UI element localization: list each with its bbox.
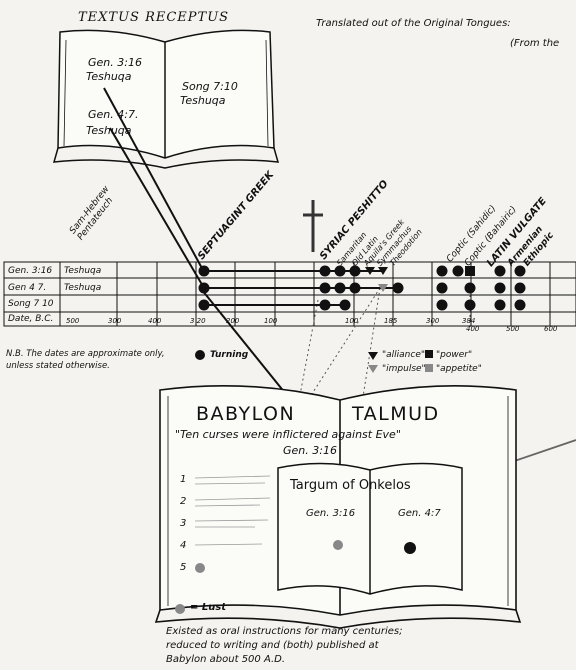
turning-dot (319, 282, 331, 294)
legend-turning-label: Turning (210, 350, 249, 360)
tick-6: 100 (345, 317, 359, 325)
header-right-line2: (From the (510, 38, 560, 49)
tick-3: 400 (148, 317, 162, 325)
row-label-song710: Song 7 10 (8, 299, 54, 309)
turning-dot (436, 265, 448, 277)
tick-5: 100 (264, 317, 278, 325)
row-label-gen316: Gen. 3:16 (8, 266, 53, 276)
legend-appetite-square (425, 364, 433, 372)
top-book-left-ref1: Gen. 3:16 (88, 56, 142, 69)
turning-dot (334, 265, 346, 277)
alliance-triangle (365, 267, 375, 275)
legend-lust-label: = Lust (190, 602, 227, 613)
turning-dot (514, 282, 526, 294)
tick-7: 300 (426, 317, 440, 325)
talmud-quote: "Ten curses were inflictered against Eve… (175, 428, 401, 441)
cross-icon (303, 200, 323, 252)
turning-dot (514, 265, 526, 277)
tick-mark-3: 384 (462, 317, 476, 325)
targum-title: Targum of Onkelos (290, 478, 411, 493)
tick-2: 300 (108, 317, 122, 325)
power-square (465, 266, 475, 276)
row-label-date: Date, B.C. (8, 314, 54, 324)
inner-book (277, 462, 463, 595)
turning-dot (494, 282, 506, 294)
row-word-gen316: Teshuqa (64, 266, 102, 276)
row-label-gen47: Gen 4 7. (8, 283, 47, 293)
chart-grid (3, 261, 576, 327)
tick-mark-1: 3 20 (190, 317, 206, 325)
legend-turning-dot (195, 350, 205, 360)
legend-alliance-label: "alliance" (382, 350, 426, 360)
turning-dot (464, 299, 476, 311)
tick-9: 500 (506, 325, 520, 333)
tick-1: 500 (66, 317, 80, 325)
alliance-triangle (378, 267, 388, 275)
turning-dot (349, 265, 361, 277)
tick-4: 200 (226, 317, 240, 325)
turning-dot (464, 282, 476, 294)
legend-appetite-label: "appetite" (436, 364, 482, 374)
talmud-num-2: 2 (180, 496, 187, 507)
talmud-title-left: BABYLON (196, 403, 296, 425)
turning-dot (319, 265, 331, 277)
turning-dot (339, 299, 351, 311)
turning-dot (198, 299, 210, 311)
turning-dot (198, 265, 210, 277)
turning-dot (452, 265, 464, 277)
chart-points (198, 265, 526, 311)
legend-impulse-triangle (368, 365, 378, 373)
footer-line3: Babylon about 500 A.D. (166, 654, 286, 665)
turning-dot (319, 299, 331, 311)
targum-right-ref: Gen. 4:7 (398, 508, 441, 519)
bottom-book-faint-lines (194, 475, 271, 546)
footer-line1: Existed as oral instructions for many ce… (166, 626, 403, 637)
top-book-right-ref: Song 7:10 (182, 80, 238, 93)
talmud-num-5: 5 (180, 562, 187, 573)
turning-dot (349, 282, 361, 294)
top-book-left-ref2: Gen. 4:7. (88, 108, 139, 121)
top-book (52, 29, 280, 169)
lust-point-1 (195, 563, 205, 573)
footer-line2: reduced to writing and (both) published … (166, 640, 379, 651)
row-word-gen47: Teshuqa (64, 283, 102, 293)
top-book-title: TEXTUS RECEPTUS (78, 10, 230, 25)
top-book-left-word2: Teshuqa (86, 124, 132, 137)
turning-dot (436, 299, 448, 311)
tick-8: 400 (466, 325, 480, 333)
turning-dot (494, 299, 506, 311)
tick-10: 600 (544, 325, 558, 333)
top-book-left-word1: Teshuqa (86, 70, 132, 83)
turning-dot (198, 282, 210, 294)
legend-power-label: "power" (436, 350, 473, 360)
talmud-num-3: 3 (180, 518, 187, 529)
legend-lust-dot (175, 604, 185, 614)
talmud-num-4: 4 (180, 540, 187, 551)
talmud-title-right: TALMUD (352, 403, 440, 425)
tick-mark-2: 185 (384, 317, 398, 325)
legend-impulse-label: "impulse" (382, 364, 426, 374)
turning-dot (514, 299, 526, 311)
talmud-ref: Gen. 3:16 (283, 444, 337, 457)
talmud-num-1: 1 (180, 474, 187, 485)
targum-left-ref: Gen. 3:16 (306, 508, 356, 519)
turning-dot (436, 282, 448, 294)
turning-dot (334, 282, 346, 294)
legend-note: N.B. The dates are approximate only, unl… (6, 349, 165, 371)
top-book-right-word: Teshuqa (180, 94, 226, 107)
impulse-triangle (378, 284, 388, 292)
legend-power-square (425, 350, 433, 358)
turning-dot (494, 265, 506, 277)
turning-dot (392, 282, 404, 294)
legend-symbols (175, 350, 433, 614)
turning-point-targum (404, 542, 416, 554)
header-right-line1: Translated out of the Original Tongues: (316, 18, 511, 29)
legend-alliance-triangle (368, 352, 378, 360)
lust-point-2 (333, 540, 343, 550)
